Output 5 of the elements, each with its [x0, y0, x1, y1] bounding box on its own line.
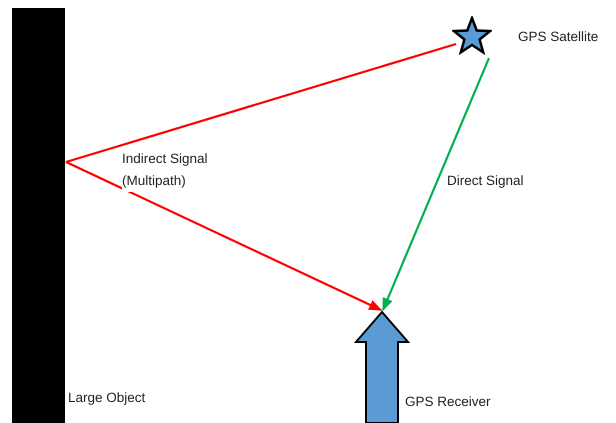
- node-label: GPS Satellite: [518, 29, 598, 44]
- node-label: Large Object: [68, 390, 146, 405]
- node-label: GPS Receiver: [405, 394, 491, 409]
- signal-line: [66, 161, 382, 311]
- signal-line: [382, 58, 490, 312]
